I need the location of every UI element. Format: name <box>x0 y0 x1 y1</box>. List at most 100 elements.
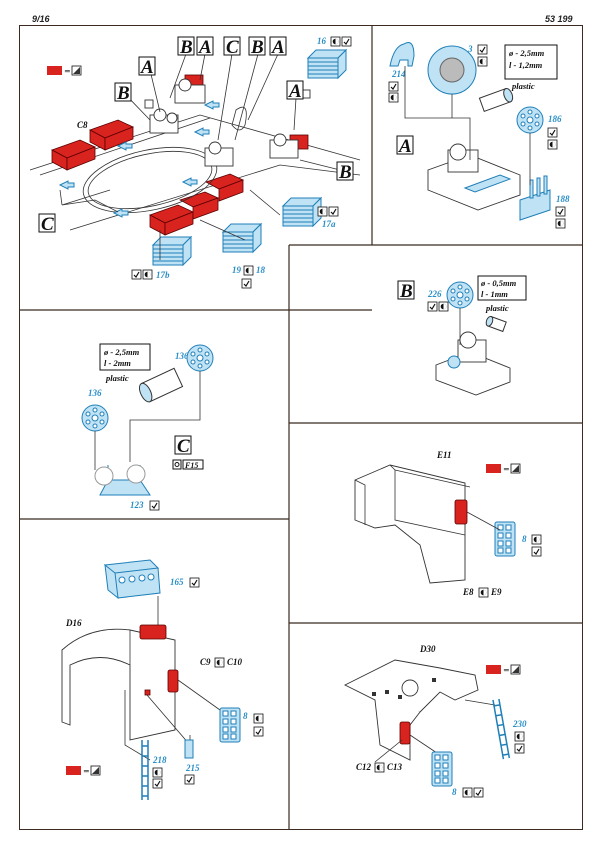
paint-swatch-icon <box>65 765 101 776</box>
bend-icon <box>547 139 558 150</box>
part-186: 186 <box>548 114 562 124</box>
page-frame <box>19 25 583 830</box>
pe-stack-19 <box>222 223 262 253</box>
bend-icon <box>514 731 525 742</box>
svg-text:ø - 0,5mm: ø - 0,5mm <box>480 278 517 288</box>
glue-check-icon <box>241 278 252 289</box>
svg-text:A: A <box>271 37 285 58</box>
glue-check-icon <box>189 577 200 588</box>
label-E11: E11 <box>436 450 452 460</box>
panel-E: E11 8 E8 E9 <box>354 450 542 598</box>
part-215: 215 <box>185 763 200 773</box>
part-16: 16 <box>317 36 327 46</box>
glue-check-icon <box>473 787 484 798</box>
bend-icon <box>317 206 328 217</box>
bend-icon <box>477 56 488 67</box>
part-230: 230 <box>512 719 527 729</box>
panel-B: B 226 ø - 0,5mm l - 1mm plastic <box>397 275 527 396</box>
label-C10: C10 <box>227 657 243 667</box>
label-D16: D16 <box>65 618 82 628</box>
pe-part-230 <box>492 698 511 760</box>
bend-icon <box>243 265 254 276</box>
pe-part-8 <box>431 751 453 787</box>
part-3: 3 <box>467 44 473 54</box>
bend-icon <box>478 587 489 598</box>
glue-check-icon <box>131 269 142 280</box>
label-B4: B <box>336 161 354 183</box>
svg-text:B: B <box>116 83 130 104</box>
pe-part-215 <box>184 739 194 759</box>
svg-text:plastic: plastic <box>511 81 535 91</box>
glue-check-icon <box>149 500 160 511</box>
spec-box <box>99 343 151 371</box>
glue-check-icon <box>555 206 566 217</box>
bend-icon <box>462 787 473 798</box>
part-136b: 136 <box>88 388 102 398</box>
label-C1: C <box>223 36 241 58</box>
glue-check-icon <box>184 774 195 785</box>
label-B1: B <box>114 82 132 104</box>
bend-icon <box>142 269 153 280</box>
glue-check-icon <box>388 81 399 92</box>
paint-swatch-icon <box>485 463 521 474</box>
bend-icon <box>438 301 449 312</box>
part-218: 218 <box>152 755 167 765</box>
label-A2: A <box>196 36 214 58</box>
spec-box <box>477 275 527 301</box>
pe-part-136 <box>81 404 109 432</box>
pe-part-226 <box>446 281 474 309</box>
pe-stack-17b <box>152 236 192 266</box>
glue-check-icon <box>253 726 264 737</box>
bend-icon <box>388 92 399 103</box>
plastic-rod <box>138 367 184 403</box>
plastic-rod <box>478 87 514 113</box>
spec-box <box>504 44 558 80</box>
panel-A: 214 3 ø - 2,5mm l - 1,2mm plastic 186 18… <box>388 42 570 229</box>
svg-text:A: A <box>288 81 302 102</box>
label-B3: B <box>248 36 266 58</box>
part-19: 19 <box>232 265 242 275</box>
part-8: 8 <box>243 711 248 721</box>
panel-title-A: A <box>396 135 414 157</box>
pe-part-186 <box>516 106 544 134</box>
product-code: 53 199 <box>545 14 573 24</box>
bend-icon <box>214 657 225 668</box>
panel-title-B: B <box>397 280 415 302</box>
label-C9: C9 <box>200 657 211 667</box>
label-C2: C <box>38 213 56 235</box>
label-C13: C13 <box>387 762 403 772</box>
pe-part-8 <box>494 521 516 557</box>
glue-check-icon <box>427 301 438 312</box>
label-C12: C12 <box>356 762 372 772</box>
svg-text:B: B <box>179 37 193 58</box>
label-D30: D30 <box>419 644 436 654</box>
label-E8: E8 <box>462 587 474 597</box>
panel-D30: D30 8 230 C12 C13 <box>343 644 527 798</box>
glue-check-icon <box>531 546 542 557</box>
svg-text:A: A <box>140 57 154 78</box>
glue-check-icon <box>514 743 525 754</box>
paint-swatch-icon <box>485 664 521 675</box>
shell-D16 <box>61 628 176 741</box>
svg-text:plastic: plastic <box>485 303 509 313</box>
panel-C: ø - 2,5mm l - 2mm plastic 136 136 123 C … <box>81 343 214 511</box>
grey-machinery <box>144 78 311 167</box>
bend-icon <box>374 762 385 773</box>
svg-text:A: A <box>398 136 412 157</box>
pe-part-218 <box>141 739 149 801</box>
label-A3: A <box>269 36 287 58</box>
bend-icon <box>330 36 341 47</box>
svg-text:plastic: plastic <box>105 373 129 383</box>
bend-icon <box>152 767 163 778</box>
glue-check-icon <box>547 127 558 138</box>
glue-check-icon <box>152 778 163 789</box>
part-8: 8 <box>522 534 527 544</box>
panel-D16: 165 D16 C9 C10 8 215 218 <box>61 559 264 801</box>
svg-text:ø - 2,5mm: ø - 2,5mm <box>103 347 140 357</box>
label-A4: A <box>286 80 304 102</box>
label-B2: B <box>177 36 195 58</box>
svg-text:l - 1,2mm: l - 1,2mm <box>509 60 543 70</box>
page-number: 9/16 <box>32 14 50 24</box>
shell-E11 <box>354 464 466 584</box>
svg-text:B: B <box>250 37 264 58</box>
